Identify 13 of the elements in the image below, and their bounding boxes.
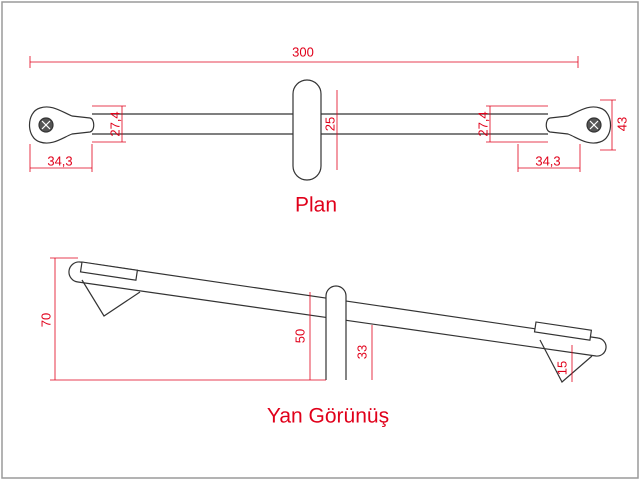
dimension-label: 15	[556, 360, 568, 376]
dimension-label: 70	[40, 312, 52, 328]
dimension-label: 50	[294, 328, 306, 344]
dimension-label: 25	[324, 116, 336, 132]
view-caption: Yan Görünüş	[266, 406, 390, 426]
dimension-label: 34,3	[47, 154, 73, 168]
dimension-label: 43	[616, 116, 628, 132]
dimension-label: 27,4	[108, 111, 122, 137]
dimension-label: 27,4	[476, 111, 490, 137]
dimension-label: 34,3	[535, 154, 561, 168]
view-caption: Plan	[294, 194, 338, 216]
dimension-label: 300	[292, 46, 314, 58]
dimension-label: 33	[356, 344, 368, 360]
